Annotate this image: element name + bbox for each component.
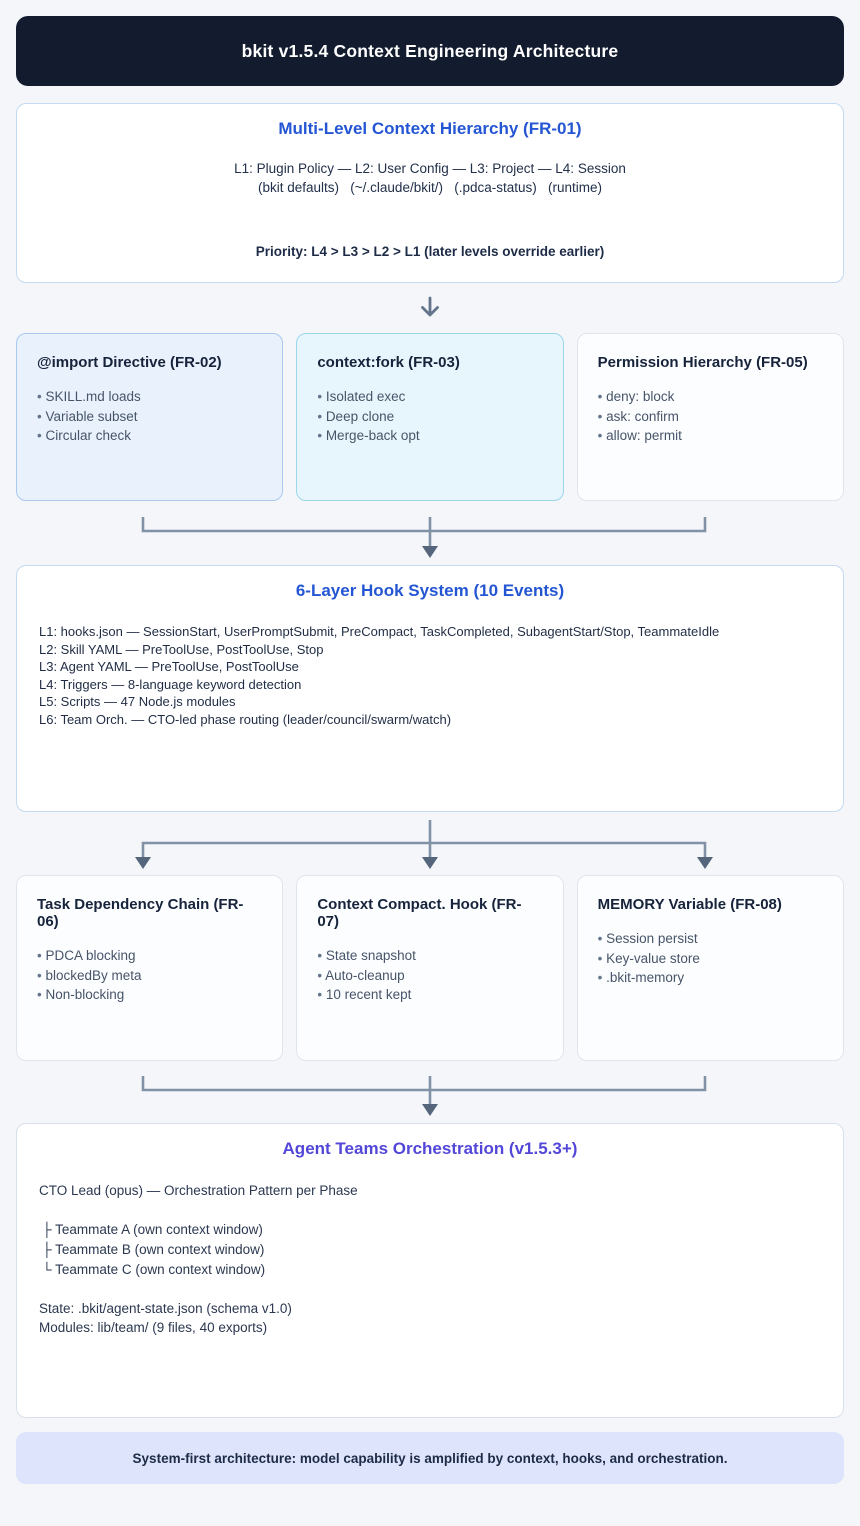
list-item: deny: block — [598, 387, 823, 407]
hook-layer-line: L6: Team Orch. — CTO-led phase routing (… — [39, 711, 452, 727]
flow-arrow-wrap — [0, 283, 860, 333]
hierarchy-card-title: Multi-Level Context Hierarchy (FR-01) — [278, 119, 582, 138]
arrowhead-icon — [135, 857, 151, 869]
teammate-line: ├ Teammate A (own context window) — [42, 1222, 263, 1237]
permission-hierarchy-card-title: Permission Hierarchy (FR-05) — [597, 354, 808, 371]
diagram-title-bar: bkit v1.5.4 Context Engineering Architec… — [16, 16, 844, 86]
teammate-line: └ Teammate C (own context window) — [42, 1262, 266, 1277]
list-item: Session persist — [598, 929, 823, 949]
agent-teams-body: CTO Lead (opus) — Orchestration Pattern … — [39, 1181, 821, 1337]
list-item: ask: confirm — [598, 407, 823, 427]
task-dependency-list: PDCA blockingblockedBy metaNon-blocking — [37, 946, 262, 1005]
context-fork-card: context:fork (FR-03) Isolated execDeep c… — [296, 333, 564, 501]
teammate-tree: ├ Teammate A (own context window) ├ Teamm… — [39, 1220, 821, 1280]
agent-modules-line: Modules: lib/team/ (9 files, 40 exports) — [39, 1320, 268, 1335]
hook-system-card-title: 6-Layer Hook System (10 Events) — [295, 581, 565, 600]
agent-teams-card-title: Agent Teams Orchestration (v1.5.3+) — [282, 1139, 578, 1158]
list-item: 10 recent kept — [317, 985, 542, 1005]
arrowhead-icon — [422, 1104, 438, 1116]
list-item: Circular check — [37, 426, 262, 446]
arrowhead-icon — [422, 857, 438, 869]
permission-hierarchy-list: deny: blockask: confirmallow: permit — [598, 387, 823, 446]
task-dependency-card-title: Task Dependency Chain (FR-06) — [37, 896, 244, 930]
footer-note: System-first architecture: model capabil… — [16, 1432, 844, 1484]
permission-hierarchy-card: Permission Hierarchy (FR-05) deny: block… — [576, 333, 844, 501]
hook-layer-line: L3: Agent YAML — PreToolUse, PostToolUse — [39, 659, 299, 674]
list-item: Deep clone — [317, 407, 542, 427]
hook-layer-line: L5: Scripts — 47 Node.js modules — [39, 694, 236, 709]
list-item: Isolated exec — [317, 387, 542, 407]
list-item: Variable subset — [37, 407, 262, 427]
split-connector — [135, 820, 713, 869]
list-item: Auto-cleanup — [317, 966, 542, 986]
list-item: blockedBy meta — [37, 966, 262, 986]
context-fork-card-title: context:fork (FR-03) — [317, 354, 460, 371]
merge-connector — [141, 517, 707, 558]
context-compact-card-title: Context Compact. Hook (FR-07) — [317, 896, 522, 930]
import-directive-card: @import Directive (FR-02) SKILL.md loads… — [16, 333, 284, 501]
task-dependency-card: Task Dependency Chain (FR-06) PDCA block… — [16, 875, 284, 1061]
list-item: SKILL.md loads — [37, 387, 262, 407]
list-item: PDCA blocking — [37, 946, 262, 966]
hierarchy-levels-line: L1: Plugin Policy — L2: User Config — L3… — [234, 161, 626, 176]
memory-variable-card: MEMORY Variable (FR-08) Session persistK… — [576, 875, 844, 1061]
list-item: Merge-back opt — [317, 426, 542, 446]
context-compact-card: Context Compact. Hook (FR-07) State snap… — [296, 875, 564, 1061]
hook-layer-line: L1: hooks.json — SessionStart, UserPromp… — [39, 624, 720, 639]
import-directive-list: SKILL.md loadsVariable subsetCircular ch… — [37, 387, 262, 446]
list-item: allow: permit — [598, 426, 823, 446]
memory-variable-card-title: MEMORY Variable (FR-08) — [597, 896, 782, 913]
agent-teams-card: Agent Teams Orchestration (v1.5.3+) CTO … — [16, 1123, 844, 1418]
agent-meta: State: .bkit/agent-state.json (schema v1… — [39, 1299, 821, 1337]
merge-connector-2 — [141, 1076, 707, 1116]
hierarchy-sources-line: (bkit defaults) (~/.claude/bkit/) (.pdca… — [258, 180, 602, 195]
arrowhead-icon — [697, 857, 713, 869]
import-directive-card-title: @import Directive (FR-02) — [37, 354, 222, 371]
feature-row-1: @import Directive (FR-02) SKILL.md loads… — [16, 333, 844, 501]
hook-system-card: 6-Layer Hook System (10 Events) L1: hook… — [16, 565, 844, 812]
cto-lead-line: CTO Lead (opus) — Orchestration Pattern … — [39, 1183, 358, 1198]
arrowhead-icon — [422, 546, 438, 558]
arrow-down-icon — [421, 296, 439, 317]
list-item: Non-blocking — [37, 985, 262, 1005]
hook-layer-line: L2: Skill YAML — PreToolUse, PostToolUse… — [39, 641, 324, 657]
hook-layer-line: L4: Triggers — 8-language keyword detect… — [39, 676, 302, 692]
list-item: .bkit-memory — [598, 968, 823, 988]
teammate-line: ├ Teammate B (own context window) — [42, 1242, 265, 1257]
context-fork-list: Isolated execDeep cloneMerge-back opt — [317, 387, 542, 446]
hierarchy-card: Multi-Level Context Hierarchy (FR-01) L1… — [16, 103, 844, 283]
hook-system-lines: L1: hooks.json — SessionStart, UserPromp… — [39, 623, 821, 728]
hierarchy-priority-line: Priority: L4 > L3 > L2 > L1 (later level… — [255, 244, 605, 259]
feature-row-2: Task Dependency Chain (FR-06) PDCA block… — [16, 875, 844, 1061]
context-compact-list: State snapshotAuto-cleanup10 recent kept — [317, 946, 542, 1005]
footer-note-text: System-first architecture: model capabil… — [132, 1450, 728, 1466]
memory-variable-list: Session persistKey-value store.bkit-memo… — [598, 929, 823, 988]
list-item: Key-value store — [598, 949, 823, 969]
page-title: bkit v1.5.4 Context Engineering Architec… — [241, 40, 619, 61]
agent-state-line: State: .bkit/agent-state.json (schema v1… — [39, 1301, 292, 1316]
list-item: State snapshot — [317, 946, 542, 966]
diagram-page: bkit v1.5.4 Context Engineering Architec… — [0, 16, 860, 1484]
